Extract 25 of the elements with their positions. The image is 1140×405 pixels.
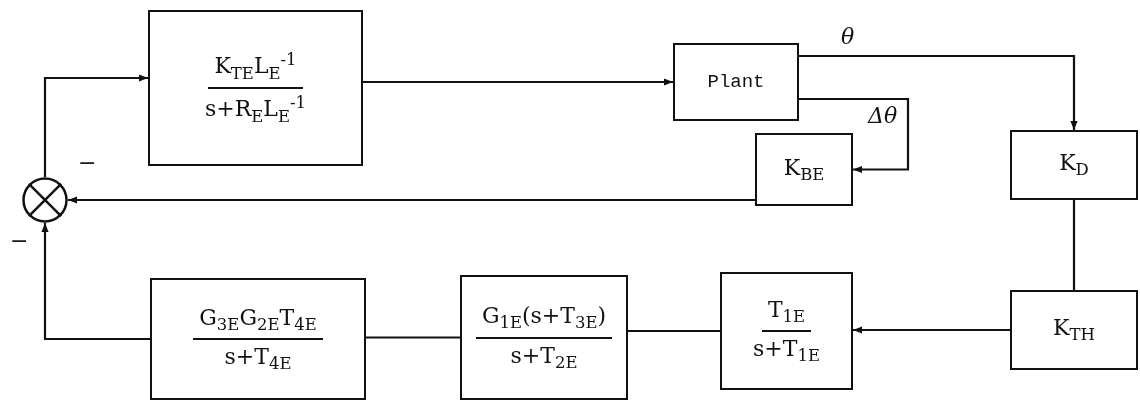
transfer-function-block (1010, 130, 1138, 200)
transfer-function-block (148, 10, 363, 166)
block-label: K$_{D}$ (1058, 149, 1090, 182)
arrow (799, 54, 1078, 130)
transfer-function-block (460, 275, 628, 400)
block-label: K$_{BE}$ (782, 153, 826, 187)
denominator: s+T$_{2E}$ (509, 341, 579, 374)
arrow (41, 223, 150, 341)
transfer-function-block (720, 272, 853, 390)
numerator: G$_{3E}$G$_{2E}$T$_{4E}$ (193, 300, 323, 340)
numerator: T$_{1E}$ (761, 292, 812, 332)
block-label: K$_{TH}$ (1052, 314, 1096, 347)
denominator: s+T$_{1E}$ (752, 335, 821, 368)
transfer-function-block (673, 43, 799, 121)
block-label: Plant (706, 69, 766, 95)
arrow (363, 78, 673, 86)
numerator: G$_{1E}$(s+T$_{3E}$) (475, 299, 613, 339)
denominator: s+T$_{4E}$ (223, 343, 293, 376)
transfer-function-block (150, 278, 366, 400)
transfer-function-block (1010, 290, 1138, 370)
arrow (799, 97, 910, 174)
arrow (853, 326, 1010, 334)
transfer-function-block (755, 133, 853, 206)
arrow (43, 74, 148, 177)
arrow (68, 196, 755, 204)
